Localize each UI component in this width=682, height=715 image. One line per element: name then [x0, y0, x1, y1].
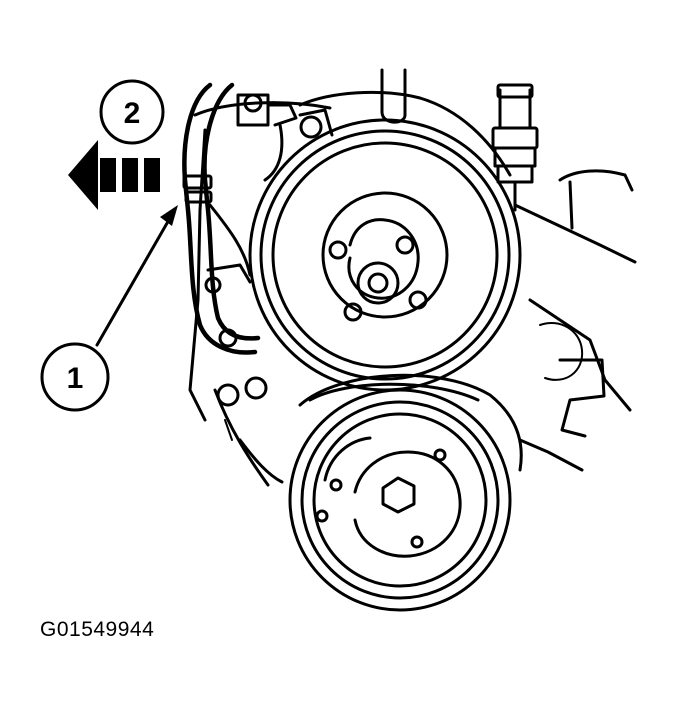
upper-pipes [380, 68, 539, 212]
callout-2-label: 2 [124, 97, 141, 130]
upper-left-brackets [236, 93, 334, 182]
hose-line [182, 82, 268, 407]
callout-1-label: 1 [67, 362, 84, 395]
direction-arrow [68, 140, 160, 210]
callout-2: 2 [99, 79, 165, 145]
callout-1-leader [95, 205, 178, 347]
callout-1: 1 [40, 342, 110, 412]
engine-block-outline [188, 90, 637, 487]
figure-id: G01549944 [40, 618, 155, 641]
lower-pulley [288, 373, 523, 612]
water-pump-pulley [248, 118, 522, 392]
